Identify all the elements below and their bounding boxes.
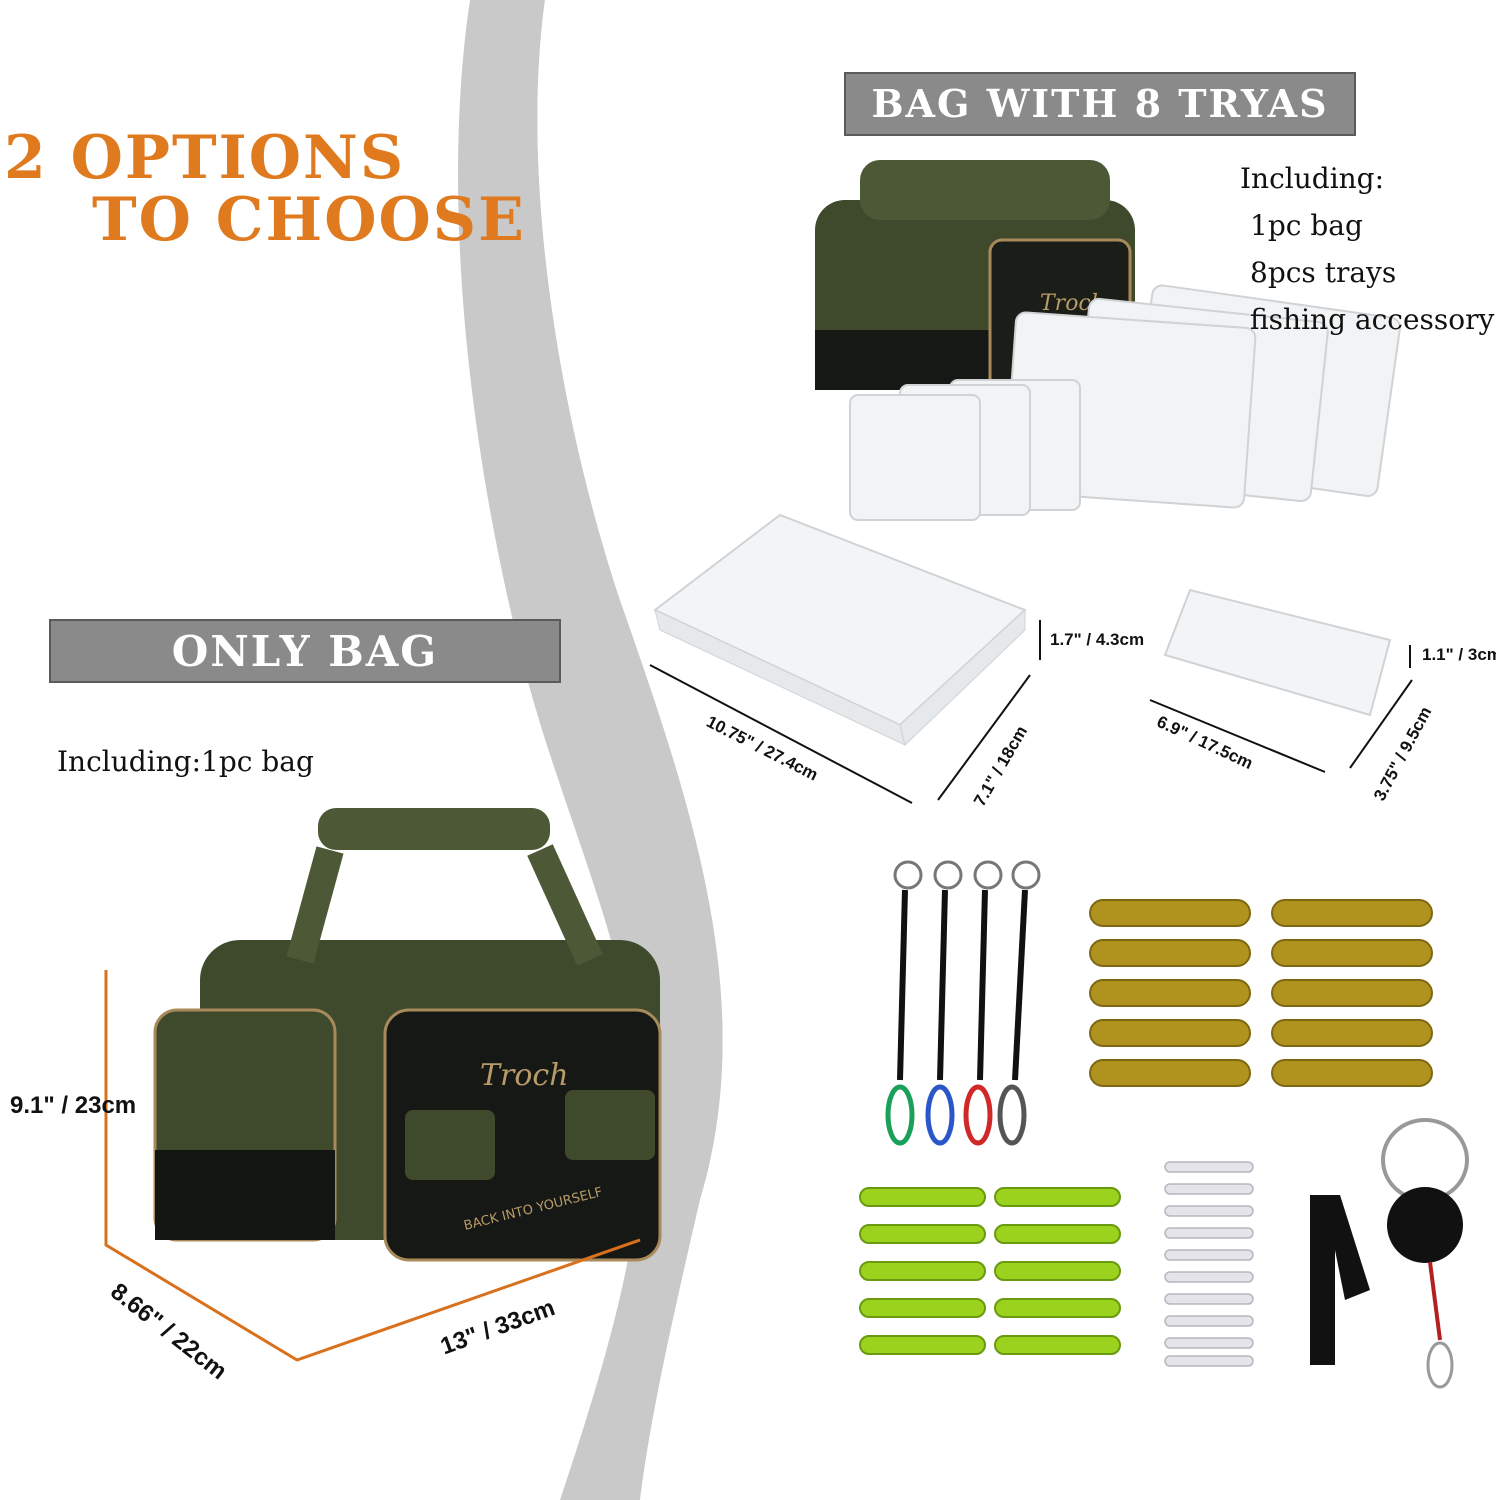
include-item-trays: 8pcs trays — [1250, 256, 1397, 289]
white-shad-lures — [1164, 1161, 1254, 1367]
headline-line-1: 2 OPTIONS — [4, 123, 406, 193]
headline-line-2: TO CHOOSE — [92, 185, 526, 255]
brand-logo: Troch — [480, 1058, 569, 1093]
only-bag-photo: Troch BACK INTO YOURSELF — [104, 808, 662, 1362]
large-tray-photo — [649, 513, 1041, 804]
bag-with-trays-banner: BAG WITH 8 TRYAS — [844, 72, 1356, 136]
coiled-lanyards — [885, 860, 1041, 1146]
line-cutter-tool — [1310, 1195, 1370, 1365]
only-bag-including: Including:1pc bag — [57, 745, 314, 778]
only-bag-banner: ONLY BAG — [49, 619, 561, 683]
amber-grub-lures — [1089, 899, 1433, 1087]
include-item-bag: 1pc bag — [1250, 209, 1363, 242]
zinger-retractor — [1381, 1118, 1469, 1389]
small-tray-photo — [1149, 588, 1413, 773]
bag-height: 9.1" / 23cm — [10, 1092, 137, 1119]
include-item-accessory: fishing accessory — [1250, 303, 1495, 336]
green-curly-tail-lures — [859, 1187, 1121, 1355]
bag-with-trays-photo: Troch — [815, 160, 1401, 521]
including-label: Including: — [1240, 162, 1385, 195]
large-tray-height: 1.7" / 4.3cm — [1050, 630, 1145, 649]
small-tray-height: 1.1" / 3cm — [1422, 645, 1496, 664]
